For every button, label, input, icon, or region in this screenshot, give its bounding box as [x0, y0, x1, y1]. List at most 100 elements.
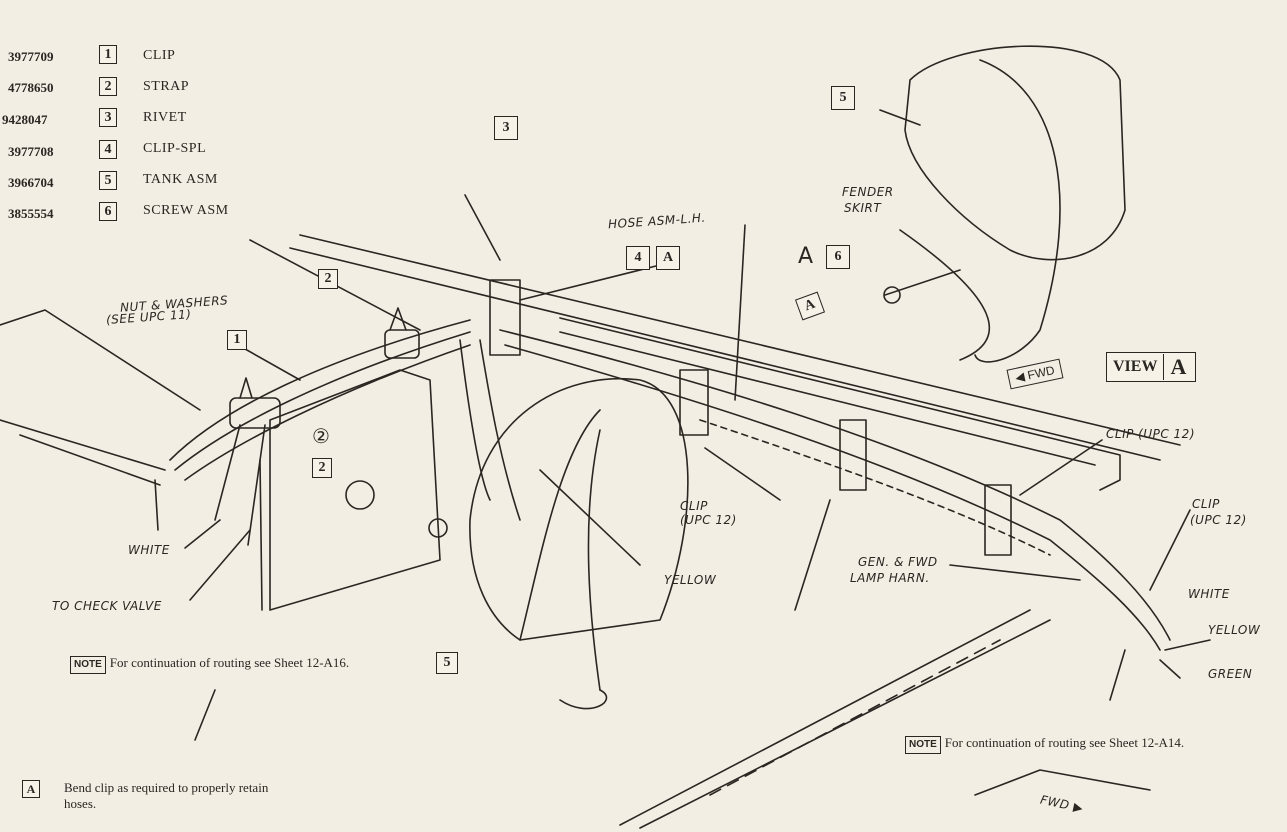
leader-line	[879, 109, 921, 126]
label-clip: CLIP	[1192, 497, 1220, 511]
hose-bundle	[174, 331, 471, 471]
part-name: SCREW ASM	[143, 203, 229, 218]
part-number: 9428047	[2, 112, 48, 127]
leader-line	[734, 224, 746, 401]
note-text: For continuation of routing see Sheet 12…	[109, 655, 350, 670]
hose-bundle	[184, 344, 471, 481]
clip-shape	[229, 397, 281, 429]
label-lamp-harn: LAMP HARN.	[850, 571, 930, 585]
tank-body	[519, 409, 601, 641]
part-number: 4778650	[8, 80, 54, 95]
part-index-box: 1	[99, 45, 117, 64]
harness-clip	[984, 484, 1012, 556]
hose-white	[214, 424, 241, 521]
lower-body-line	[639, 619, 1051, 829]
misc-line	[194, 689, 216, 741]
leader-line	[1164, 639, 1211, 651]
callout-4: 4	[626, 246, 650, 270]
misc-line	[794, 499, 831, 611]
lower-body-line	[619, 609, 1031, 826]
body-edge-line	[289, 247, 1161, 461]
left-panel-line	[0, 419, 166, 471]
arrow-right-icon: ▶	[1067, 798, 1085, 816]
frame-panel	[269, 369, 441, 611]
part-index-box: 4	[99, 140, 117, 159]
view-a-screw-head	[883, 286, 901, 304]
label-clip-upc: (UPC 12)	[1190, 513, 1247, 527]
leader-line	[1159, 659, 1181, 679]
label-yellow: YELLOW	[1208, 623, 1261, 637]
left-panel-line	[19, 434, 161, 486]
view-a-tank	[974, 59, 1061, 363]
leader-line	[949, 564, 1081, 581]
tank-body	[469, 378, 689, 641]
part-index-box: 5	[99, 171, 117, 190]
label-green: GREEN	[1208, 667, 1253, 681]
note-text: For continuation of routing see Sheet 12…	[944, 735, 1185, 750]
harness	[499, 329, 1171, 641]
callout-2: 2	[318, 269, 338, 289]
callout-5: 5	[831, 86, 855, 110]
part-name: CLIP	[143, 48, 176, 63]
part-number: 3855554	[8, 206, 54, 221]
clip-shape	[384, 329, 420, 359]
lower-body-line	[974, 769, 1151, 796]
harness-clip	[679, 369, 709, 436]
footnote-box: A	[22, 780, 40, 798]
hose-drop	[479, 339, 521, 521]
label-clip-upc12: CLIP (UPC 12)	[1106, 427, 1195, 441]
part-index-box: 3	[99, 108, 117, 127]
part-index-box: 2	[99, 77, 117, 96]
panel-vertical	[154, 479, 159, 531]
leader-line	[1149, 509, 1191, 591]
callout-a-triangle: A	[798, 244, 814, 269]
harness-clip	[839, 419, 867, 491]
footnote-text: Bend clip as required to properly retain…	[64, 780, 269, 811]
part-index-box: 6	[99, 202, 117, 221]
label-clip: CLIP	[680, 499, 708, 513]
view-label: VIEW	[1113, 358, 1158, 375]
tank-strap	[559, 689, 608, 710]
label-clip-upc: (UPC 12)	[680, 513, 737, 527]
panel-vertical	[259, 459, 263, 611]
harness-stripe	[699, 419, 1051, 556]
view-a-skirt	[899, 229, 991, 361]
callout-2: 2	[312, 458, 332, 478]
callout-1: 1	[227, 330, 247, 350]
callout-5: 5	[436, 652, 458, 674]
fwd-label: FWD	[1026, 363, 1056, 383]
part-number: 3977708	[8, 144, 54, 159]
part-number: 3966704	[8, 175, 54, 190]
label-check-valve: TO CHECK VALVE	[52, 599, 162, 613]
part-name: TANK ASM	[143, 172, 218, 187]
callout-6: 6	[826, 245, 850, 269]
clip-tab	[389, 307, 407, 331]
part-name: CLIP-SPL	[143, 141, 207, 156]
leader-line	[704, 447, 781, 501]
label-yellow: YELLOW	[664, 573, 717, 587]
view-letter: A	[1163, 354, 1186, 380]
leader-line	[519, 264, 661, 301]
rail-line	[559, 331, 1096, 466]
label-fender: FENDER	[842, 185, 894, 199]
note-tag: NOTE	[905, 736, 941, 754]
view-a-tank	[904, 45, 1126, 261]
leader-line	[184, 519, 221, 549]
view-a-screw	[884, 269, 961, 296]
harness-clip	[489, 279, 521, 356]
panel-hole	[345, 480, 375, 510]
hose-white	[247, 424, 266, 546]
tank-strap	[587, 429, 601, 691]
label-skirt: SKIRT	[844, 201, 882, 215]
leader-line	[539, 469, 641, 566]
callout-a: A	[656, 246, 680, 270]
leader-line	[237, 344, 301, 381]
label-white: WHITE	[128, 543, 170, 557]
leader-line	[189, 529, 251, 601]
harness	[504, 344, 1161, 651]
lower-body-line	[709, 639, 1001, 796]
